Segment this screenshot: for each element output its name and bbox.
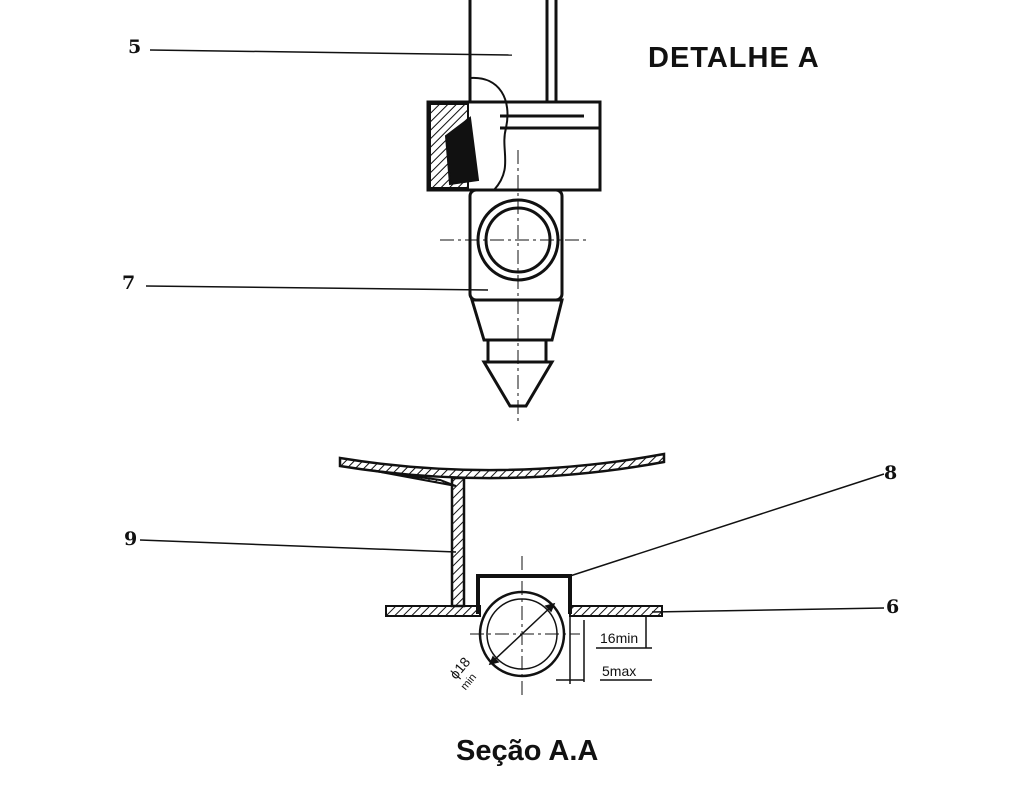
base-plate-right — [569, 605, 663, 617]
leader-8 — [569, 473, 885, 577]
offset-max-label: 5max — [602, 663, 637, 679]
break-line — [469, 76, 509, 191]
detail-a-centerlines — [440, 150, 590, 425]
detail-a-title: DETALHE A — [648, 42, 820, 74]
leader-6 — [651, 607, 885, 613]
vertical-web — [450, 476, 466, 608]
nozzle-neck — [486, 338, 548, 364]
section-leaders — [139, 473, 885, 684]
channel-clip — [476, 574, 572, 614]
callout-9: 9 — [124, 528, 138, 550]
diameter-arrow — [489, 603, 555, 665]
callout-5: 5 — [128, 36, 142, 58]
plate-fillet — [369, 469, 457, 487]
section-aa-title: Seção A.A — [456, 735, 599, 767]
height-min-label: 16min — [600, 630, 639, 646]
leader-9 — [139, 539, 457, 553]
callout-7: 7 — [122, 272, 136, 294]
section-centerlines — [470, 556, 580, 696]
callout-8: 8 — [884, 462, 898, 484]
nozzle-taper — [469, 298, 564, 342]
callout-6: 6 — [886, 596, 900, 618]
detail-a-drawing — [426, 0, 602, 408]
curved-plate — [338, 452, 666, 480]
leader-7 — [145, 285, 489, 291]
leader-5 — [149, 49, 513, 56]
base-plate-left — [385, 605, 481, 617]
nozzle-tip — [481, 360, 555, 408]
detail-a-leaders — [145, 49, 513, 291]
